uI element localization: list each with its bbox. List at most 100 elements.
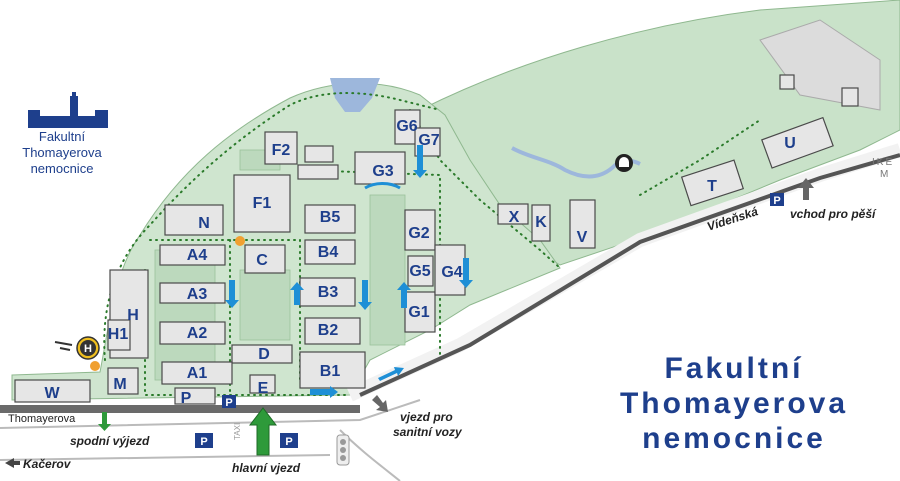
label-ambulance-entrance-line2: sanitní vozy bbox=[393, 425, 463, 439]
label-n: N bbox=[198, 215, 210, 232]
label-c: C bbox=[256, 252, 268, 269]
building-v[interactable] bbox=[569, 199, 596, 249]
arrow-down-icon bbox=[413, 145, 427, 178]
building-g7[interactable] bbox=[414, 127, 441, 157]
logo-line2: Thomayerova bbox=[22, 145, 102, 160]
building-g5[interactable] bbox=[407, 255, 434, 287]
parking-badges: P P P P bbox=[195, 193, 784, 448]
building-g1[interactable] bbox=[404, 291, 436, 333]
title-line3: nemocnice bbox=[642, 422, 826, 455]
label-a2: A2 bbox=[187, 325, 208, 342]
label-lower-exit: spodní výjezd bbox=[70, 434, 150, 448]
arrow-down-icon bbox=[358, 280, 372, 310]
marker-orange bbox=[90, 361, 100, 371]
road-label-thomayerova: Thomayerova bbox=[8, 413, 76, 425]
parking-label: P bbox=[225, 397, 232, 409]
building-e[interactable] bbox=[249, 374, 276, 394]
label-a4: A4 bbox=[187, 247, 208, 264]
building-f1[interactable] bbox=[233, 174, 291, 233]
ambulance-entrance-arrow-icon bbox=[372, 395, 388, 412]
building-a3[interactable] bbox=[159, 282, 226, 304]
building-a1[interactable] bbox=[161, 361, 233, 385]
label-g3: G3 bbox=[372, 163, 393, 180]
arrow-up-icon bbox=[290, 282, 304, 305]
building-x[interactable] bbox=[497, 203, 529, 225]
building-f2[interactable] bbox=[264, 131, 298, 165]
building-d[interactable] bbox=[231, 344, 293, 364]
lower-exit-arrow-icon bbox=[98, 412, 111, 431]
label-a3: A3 bbox=[187, 286, 208, 303]
building-annex bbox=[297, 164, 339, 180]
parking-label: P bbox=[285, 436, 292, 448]
building-g3[interactable] bbox=[354, 151, 406, 185]
building-b2[interactable] bbox=[304, 317, 361, 345]
main-entrance-arrow-icon bbox=[248, 407, 278, 456]
label-h1: H1 bbox=[108, 326, 129, 343]
building-b3[interactable] bbox=[299, 277, 356, 307]
taxi-label: TAXI bbox=[233, 423, 242, 440]
building-p[interactable] bbox=[174, 387, 216, 405]
label-p: P bbox=[181, 390, 192, 407]
parking-label: P bbox=[200, 436, 207, 448]
label-e: E bbox=[258, 380, 269, 397]
svg-text:H: H bbox=[84, 343, 92, 355]
tunnel-icon bbox=[615, 154, 633, 172]
building-m[interactable] bbox=[107, 367, 139, 395]
building-c[interactable] bbox=[244, 244, 286, 274]
label-ambulance-entrance-line1: vjezd pro bbox=[400, 410, 453, 424]
label-u: U bbox=[784, 135, 796, 152]
building-a4[interactable] bbox=[159, 244, 226, 266]
label-g7: G7 bbox=[418, 132, 439, 149]
label-w: W bbox=[44, 385, 60, 402]
building-u[interactable] bbox=[761, 116, 834, 169]
building-b4[interactable] bbox=[304, 239, 356, 265]
label-b5: B5 bbox=[320, 209, 341, 226]
building-t[interactable] bbox=[680, 159, 745, 207]
label-b2: B2 bbox=[318, 322, 339, 339]
thomayerova-road bbox=[0, 405, 360, 413]
building-b5[interactable] bbox=[304, 204, 356, 234]
building-b1[interactable] bbox=[299, 351, 366, 389]
arrow-right-icon bbox=[310, 386, 338, 398]
label-x: X bbox=[509, 209, 520, 226]
building-w[interactable] bbox=[14, 379, 91, 403]
label-ikem-1: IKE bbox=[872, 157, 894, 168]
marker-orange bbox=[235, 236, 245, 246]
building-g2[interactable] bbox=[404, 209, 436, 251]
parking-icon bbox=[195, 433, 213, 448]
helipad-icon: H bbox=[54, 336, 100, 360]
label-ikem-2: M bbox=[880, 169, 890, 180]
label-a1: A1 bbox=[187, 365, 208, 382]
label-b1: B1 bbox=[320, 363, 341, 380]
parking-icon bbox=[280, 433, 298, 448]
label-b4: B4 bbox=[318, 244, 339, 261]
label-v: V bbox=[577, 229, 588, 246]
pedestrian-entrance-arrow-icon bbox=[798, 178, 814, 200]
page-title: Fakultní Thomayerova nemocnice bbox=[620, 352, 848, 455]
kacerov-sign: Kačerov bbox=[5, 457, 72, 471]
traffic-light-icon bbox=[336, 434, 350, 466]
label-g2: G2 bbox=[408, 225, 429, 242]
lake bbox=[330, 78, 380, 112]
building-n[interactable] bbox=[164, 204, 224, 236]
road-label-kacerov: Kačerov bbox=[23, 457, 72, 471]
label-g1: G1 bbox=[408, 304, 429, 321]
arrow-down-icon bbox=[225, 280, 239, 308]
label-g6: G6 bbox=[396, 118, 417, 135]
arrow-up-icon bbox=[397, 282, 411, 308]
building-labels: F2 F1 N B5 B4 C A4 A3 B3 A2 B2 D B1 A1 H… bbox=[44, 118, 795, 407]
building-k[interactable] bbox=[531, 204, 551, 242]
parking-icon bbox=[222, 395, 236, 408]
title-line1: Fakultní bbox=[664, 352, 803, 385]
label-d: D bbox=[258, 346, 270, 363]
parking-label: P bbox=[773, 195, 780, 207]
label-g4: G4 bbox=[441, 264, 462, 281]
label-f1: F1 bbox=[253, 195, 272, 212]
title-line2: Thomayerova bbox=[620, 387, 848, 420]
lawn-blocks bbox=[154, 149, 406, 381]
building-h1[interactable] bbox=[107, 319, 131, 351]
building-a2[interactable] bbox=[159, 321, 226, 345]
arrow-left-icon bbox=[5, 458, 20, 468]
label-b3: B3 bbox=[318, 284, 339, 301]
parking-icon bbox=[770, 193, 784, 206]
